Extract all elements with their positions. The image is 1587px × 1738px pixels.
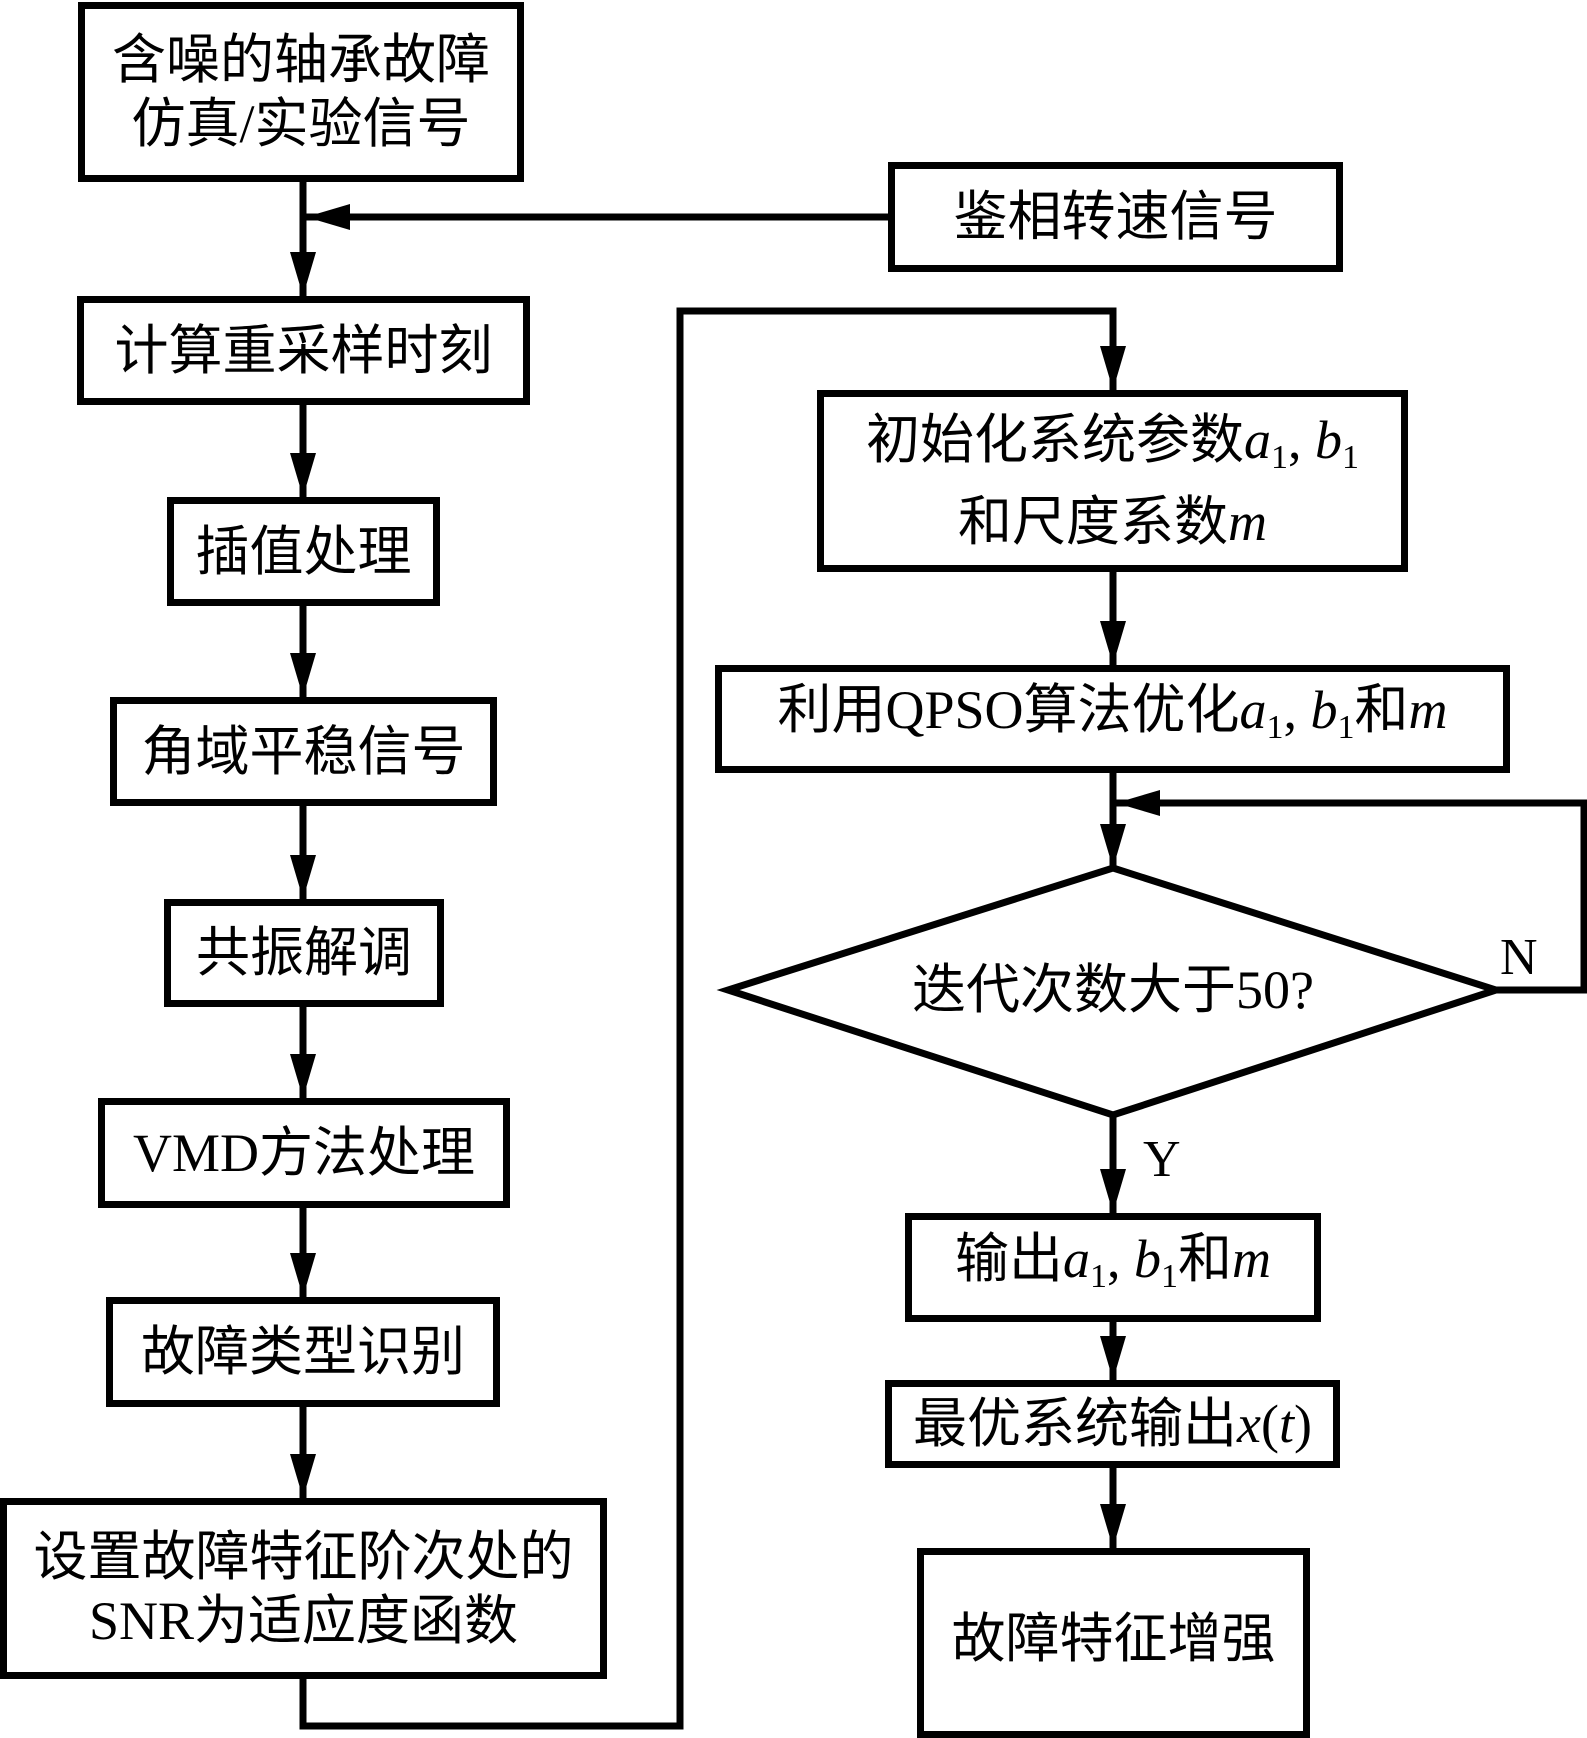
subscript: 1: [1161, 1257, 1178, 1295]
box-resonance-demod: 共振解调: [164, 899, 444, 1007]
no-label: N: [1500, 929, 1538, 986]
text: 初始化系统参数: [866, 410, 1244, 470]
separator: ,: [1107, 1228, 1134, 1289]
subscript: 1: [1337, 709, 1355, 746]
subscript: 1: [1266, 709, 1284, 746]
text: 和尺度系数: [958, 492, 1228, 552]
box-fitness: 设置故障特征阶次处的 SNR为适应度函数: [0, 1498, 607, 1679]
var-a: a: [1239, 680, 1267, 740]
subscript: 1: [1271, 439, 1288, 476]
paren: ): [1293, 1394, 1312, 1454]
var-b: b: [1310, 680, 1338, 740]
box-text-line1: 初始化系统参数a1, b1: [866, 408, 1359, 490]
arrowhead: [1100, 1169, 1126, 1213]
var-a: a: [1063, 1228, 1090, 1289]
var-a: a: [1244, 410, 1271, 470]
arrowhead: [290, 1054, 316, 1098]
var-m: m: [1232, 1228, 1271, 1289]
box-text: 故障特征增强: [951, 1609, 1276, 1669]
box-text: 最优系统输出x(t): [913, 1392, 1312, 1456]
box-vmd: VMD方法处理: [98, 1098, 510, 1208]
arrowhead: [290, 1253, 316, 1297]
box-text: 共振解调: [196, 923, 412, 983]
subscript: 1: [1090, 1257, 1107, 1295]
box-text-line2: 和尺度系数m: [958, 490, 1267, 554]
var-x: x: [1237, 1394, 1261, 1454]
box-text: 利用QPSO算法优化a1, b1和m: [777, 678, 1447, 760]
arrowhead: [290, 653, 316, 697]
connector-fitness-to-init: [299, 307, 1117, 1730]
arrowhead: [1100, 824, 1126, 868]
arrowhead: [1100, 346, 1126, 390]
box-init-params: 初始化系统参数a1, b1 和尺度系数m: [817, 390, 1408, 572]
arrowhead: [1100, 621, 1126, 665]
box-text: VMD方法处理: [132, 1123, 475, 1183]
box-text: 插值处理: [195, 521, 412, 582]
text: 最优系统输出: [913, 1394, 1238, 1454]
arrowhead: [290, 252, 316, 296]
subscript: 1: [1342, 439, 1359, 476]
arrowhead: [290, 1454, 316, 1498]
arrowhead: [1116, 790, 1160, 816]
box-text: 输出a1, b1和m: [955, 1227, 1271, 1309]
box-text: 故障类型识别: [141, 1322, 465, 1382]
arrowhead: [1100, 1504, 1126, 1548]
loop-no-branch: [1116, 799, 1587, 994]
decision-diamond: [716, 864, 1508, 1119]
box-text: 计算重采样时刻: [114, 320, 493, 381]
box-resample-time: 计算重采样时刻: [77, 296, 530, 405]
var-b: b: [1315, 410, 1342, 470]
box-text: 仿真/实验信号: [131, 94, 471, 154]
text: 利用QPSO算法优化: [777, 680, 1240, 740]
box-tacho-signal: 鉴相转速信号: [888, 162, 1343, 272]
arrowhead: [290, 453, 316, 497]
var-t: t: [1278, 1394, 1294, 1454]
decision-text: 迭代次数大于50?: [912, 960, 1314, 1020]
box-text: SNR为适应度函数: [88, 1590, 519, 1651]
box-noisy-signal: 含噪的轴承故障 仿真/实验信号: [78, 2, 524, 182]
box-output-params: 输出a1, b1和m: [905, 1213, 1321, 1322]
var-m: m: [1408, 680, 1448, 740]
box-optimal-output: 最优系统输出x(t): [885, 1380, 1340, 1468]
var-b: b: [1134, 1228, 1161, 1289]
box-angle-domain-signal: 角域平稳信号: [110, 697, 497, 806]
box-text: 设置故障特征阶次处的: [33, 1526, 574, 1587]
arrowhead: [1100, 1336, 1126, 1380]
arrowhead: [290, 855, 316, 899]
separator: ,: [1288, 410, 1315, 470]
box-enhance: 故障特征增强: [917, 1548, 1310, 1738]
yes-label: Y: [1143, 1131, 1181, 1188]
var-m: m: [1228, 492, 1267, 552]
box-text: 角域平稳信号: [141, 721, 466, 782]
text: 和: [1178, 1228, 1232, 1289]
box-text: 鉴相转速信号: [953, 187, 1278, 247]
arrowhead: [306, 204, 350, 230]
separator: ,: [1283, 680, 1311, 740]
box-fault-type: 故障类型识别: [106, 1297, 500, 1407]
text: 和: [1354, 680, 1409, 740]
box-interpolation: 插值处理: [167, 497, 440, 606]
paren: (: [1260, 1394, 1279, 1454]
box-text: 含噪的轴承故障: [112, 30, 490, 90]
text: 输出: [955, 1228, 1063, 1289]
box-qpso: 利用QPSO算法优化a1, b1和m: [715, 665, 1510, 773]
